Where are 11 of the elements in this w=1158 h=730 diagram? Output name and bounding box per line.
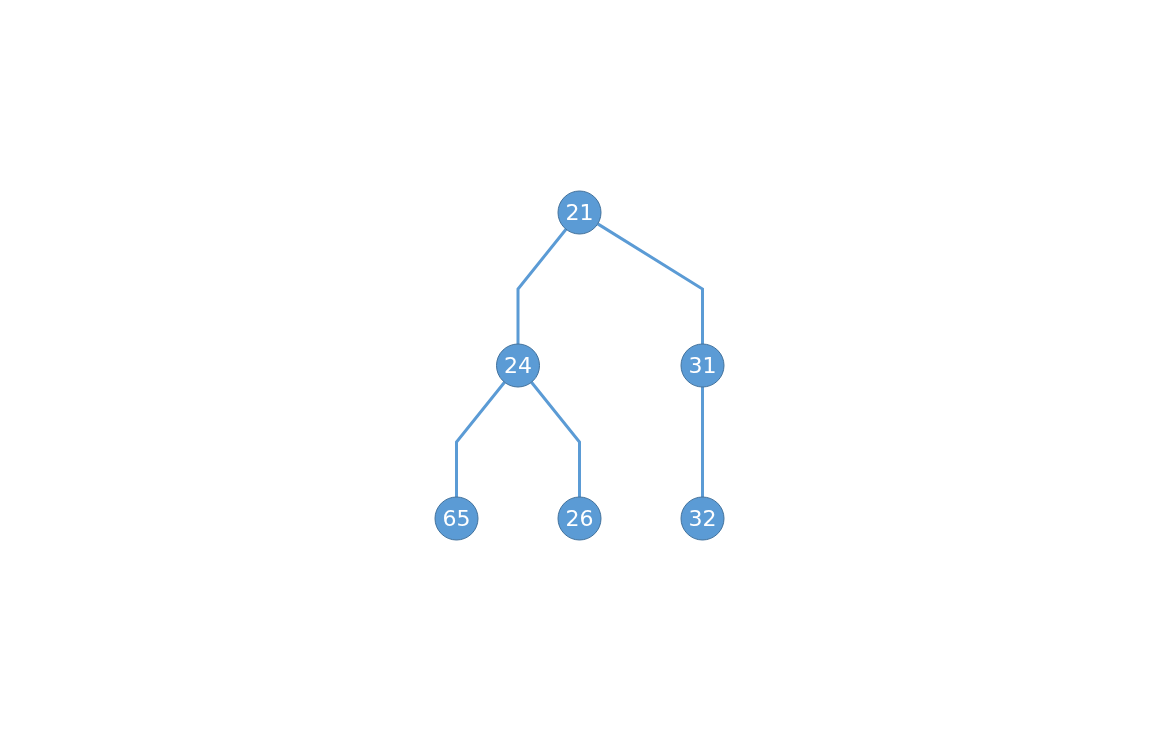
connector (596, 222, 704, 344)
connector (700, 386, 704, 497)
node-circle: 26 (557, 496, 601, 540)
connector (516, 227, 567, 344)
connector (529, 380, 581, 497)
node-circle: 32 (680, 496, 724, 540)
node-circle: 21 (557, 190, 601, 234)
node-circle: 65 (434, 496, 478, 540)
node-circle: 31 (680, 343, 724, 387)
connector (454, 380, 506, 497)
node-circle: 24 (495, 343, 540, 387)
